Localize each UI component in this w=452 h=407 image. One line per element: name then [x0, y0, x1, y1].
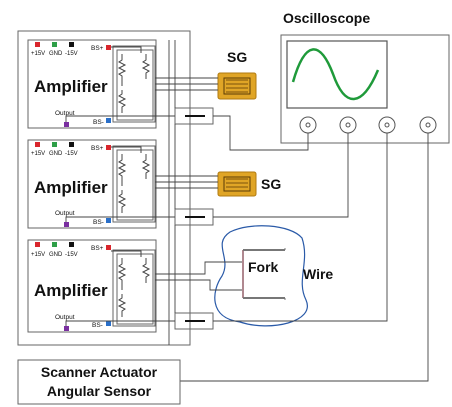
amplifier-title: Amplifier [34, 178, 108, 197]
minus15-terminal [69, 242, 74, 247]
wire-loop [214, 225, 308, 327]
amplifier-1: +15V GND -15V BS+ Amplifier Output BS- [27, 39, 157, 129]
terminal-label: GND [49, 51, 63, 57]
scanner-label-line1: Scanner Actuator [41, 364, 158, 380]
terminal-label: -15V [65, 252, 78, 258]
bs-minus-label: BS- [92, 322, 103, 329]
terminal-label: -15V [65, 151, 78, 157]
plus15-terminal [35, 242, 40, 247]
bs-plus-terminal [106, 245, 111, 250]
terminal-label: GND [49, 151, 63, 157]
terminal-label: -15V [65, 51, 78, 57]
connector-1 [174, 107, 214, 125]
terminal-label: GND [49, 252, 63, 258]
gnd-terminal [52, 142, 57, 147]
amplifier-3: +15V GND -15V BS+ Amplifier Output BS- [27, 239, 157, 333]
scanner-label-line2: Angular Sensor [47, 383, 152, 399]
terminal-label: +15V [31, 151, 45, 157]
bs-minus-terminal [106, 118, 111, 123]
bs-minus-label: BS- [93, 219, 104, 226]
output-terminal [64, 326, 69, 331]
wire-label: Wire [303, 266, 333, 282]
plus15-terminal [35, 142, 40, 147]
output-terminal [64, 122, 69, 127]
bs-minus-terminal [106, 218, 111, 223]
bs-plus-terminal [106, 145, 111, 150]
minus15-terminal [69, 142, 74, 147]
strain-gauge-2 [217, 171, 257, 197]
bs-plus-label: BS+ [91, 245, 104, 252]
bs-minus-terminal [106, 321, 111, 326]
output-terminal [64, 222, 69, 227]
bs-plus-terminal [106, 45, 111, 50]
plus15-terminal [35, 42, 40, 47]
minus15-terminal [69, 42, 74, 47]
bs-plus-label: BS+ [91, 145, 104, 152]
oscilloscope [280, 34, 450, 144]
gnd-terminal [52, 242, 57, 247]
connector-2 [174, 208, 214, 226]
wiring [65, 40, 429, 382]
sine-waveform [291, 48, 380, 101]
bs-minus-label: BS- [93, 119, 104, 126]
scanner-box [17, 359, 181, 405]
bs-plus-label: BS+ [91, 45, 104, 52]
output-label: Output [55, 314, 75, 321]
output-label: Output [55, 110, 75, 117]
channel-3-input [378, 116, 396, 134]
output-label: Output [55, 210, 75, 217]
oscilloscope-label: Oscilloscope [283, 10, 370, 26]
strain-gauge-1-label: SG [227, 49, 247, 65]
terminal-label: +15V [31, 51, 45, 57]
connector-3 [174, 312, 214, 330]
gnd-terminal [52, 42, 57, 47]
tuning-fork [242, 248, 286, 300]
oscilloscope-screen [286, 40, 388, 109]
amplifier-2: +15V GND -15V BS+ Amplifier Output BS- [27, 139, 157, 229]
fork-label: Fork [248, 259, 279, 275]
channel-1-input [299, 116, 317, 134]
strain-gauge-2-label: SG [261, 176, 281, 192]
amplifier-title: Amplifier [34, 281, 108, 300]
terminal-label: +15V [31, 252, 45, 258]
amplifier-title: Amplifier [34, 77, 108, 96]
channel-2-input [339, 116, 357, 134]
strain-gauge-1 [217, 72, 257, 100]
channel-4-input [419, 116, 437, 134]
